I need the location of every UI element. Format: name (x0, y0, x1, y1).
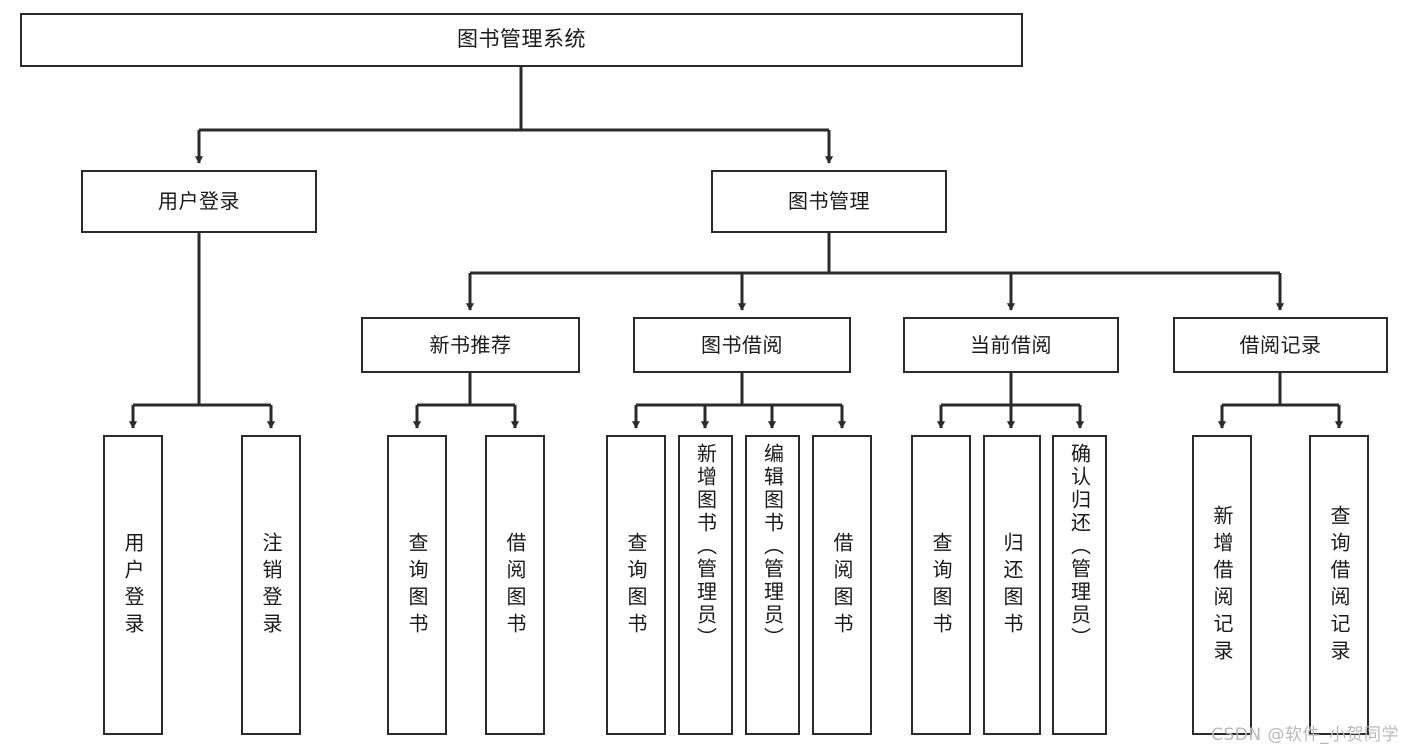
node-label: 借阅图书 (503, 532, 527, 640)
node-label: 注销登录 (259, 532, 283, 640)
leaf-add-book-admin[interactable]: 新增图书（管理员） (678, 435, 733, 735)
node-label: 编辑图书（管理员） (760, 443, 785, 650)
node-label: 用户登录 (158, 189, 240, 214)
node-label: 新增借阅记录 (1210, 505, 1234, 667)
leaf-query-borrow-record[interactable]: 查询借阅记录 (1309, 435, 1369, 735)
leaf-query-book-borrow[interactable]: 查询图书 (606, 435, 666, 735)
edge-borrowrecords-to-leaves (1217, 373, 1344, 429)
node-label: 图书管理 (788, 189, 870, 214)
leaf-borrow-book-newbook[interactable]: 借阅图书 (485, 435, 545, 735)
node-label: 借阅记录 (1239, 332, 1322, 357)
node-current-borrowing[interactable]: 当前借阅 (903, 317, 1119, 373)
leaf-borrow-book[interactable]: 借阅图书 (812, 435, 872, 735)
node-label: 查询图书 (405, 532, 429, 640)
node-label: 当前借阅 (970, 332, 1052, 357)
node-label: 借阅图书 (830, 532, 854, 640)
edge-userlogin-to-leaves (128, 233, 276, 429)
watermark-text: CSDN @软件_小贺同学 (1211, 725, 1399, 745)
node-label: 确认归还（管理员） (1067, 443, 1092, 650)
leaf-query-book-current[interactable]: 查询图书 (911, 435, 971, 735)
edge-newbook-to-leaves (412, 373, 520, 429)
leaf-return-book[interactable]: 归还图书 (983, 435, 1041, 735)
edge-root-to-level2 (194, 67, 834, 164)
node-label: 新增图书（管理员） (693, 443, 718, 650)
node-label: 查询借阅记录 (1327, 505, 1351, 667)
edge-currentborrow-to-leaves (936, 373, 1085, 429)
node-label: 查询图书 (624, 532, 648, 640)
leaf-add-borrow-record[interactable]: 新增借阅记录 (1192, 435, 1252, 735)
node-label: 图书管理系统 (457, 27, 586, 52)
node-label: 归还图书 (1000, 532, 1024, 640)
leaf-user-login[interactable]: 用户登录 (103, 435, 163, 735)
node-new-book-recommendation[interactable]: 新书推荐 (361, 317, 580, 373)
edge-bookmanage-to-level3 (465, 233, 1285, 311)
node-label: 查询图书 (929, 532, 953, 640)
leaf-logout[interactable]: 注销登录 (241, 435, 301, 735)
edge-bookborrow-to-leaves (631, 373, 847, 429)
node-label: 图书借阅 (701, 332, 783, 357)
node-root-book-management-system[interactable]: 图书管理系统 (20, 13, 1023, 67)
node-book-management[interactable]: 图书管理 (711, 170, 947, 233)
leaf-edit-book-admin[interactable]: 编辑图书（管理员） (745, 435, 800, 735)
node-label: 新书推荐 (429, 332, 512, 357)
node-user-login[interactable]: 用户登录 (81, 170, 317, 233)
node-book-borrowing[interactable]: 图书借阅 (633, 317, 851, 373)
node-borrowing-records[interactable]: 借阅记录 (1173, 317, 1388, 373)
leaf-query-book-newbook[interactable]: 查询图书 (387, 435, 447, 735)
node-label: 用户登录 (121, 532, 145, 640)
leaf-confirm-return-admin[interactable]: 确认归还（管理员） (1052, 435, 1107, 735)
